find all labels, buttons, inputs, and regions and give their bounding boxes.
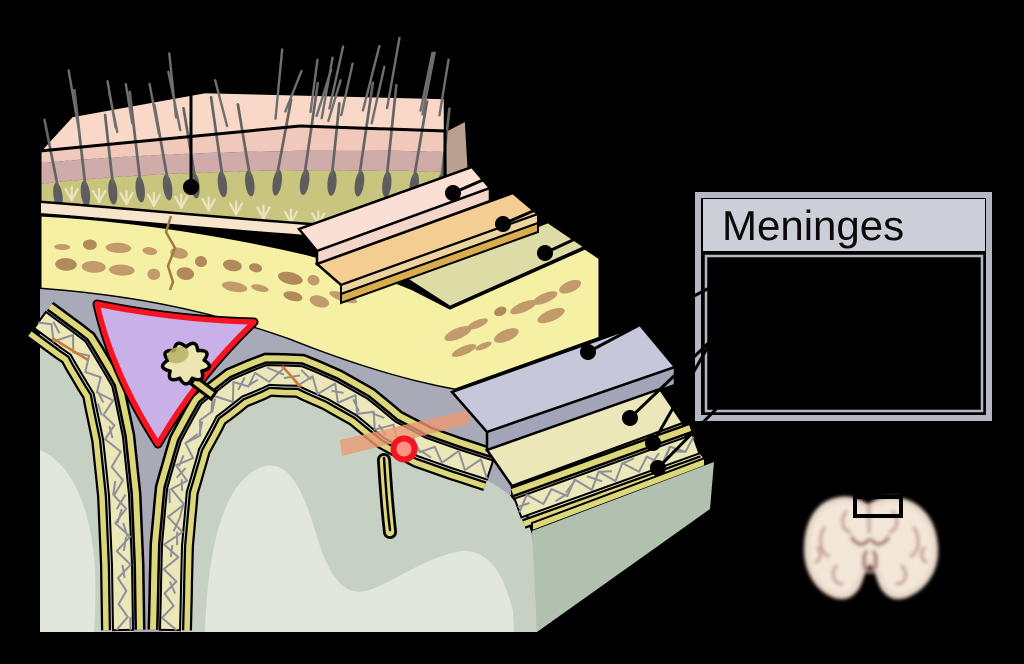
coronal-brain (803, 496, 939, 600)
sulcus (377, 453, 397, 539)
legend-header (703, 199, 985, 251)
brain-inset (803, 495, 939, 600)
skull-suture (164, 215, 177, 291)
callout-dot (580, 344, 596, 360)
small-vessel-left (51, 336, 89, 362)
callout-dot (645, 435, 661, 451)
white-matter-right (205, 465, 514, 632)
callout-dot (495, 216, 511, 232)
leader-line (502, 146, 679, 226)
callout-dot (537, 245, 553, 261)
brain (40, 318, 537, 632)
legend-title: Meninges (722, 202, 904, 249)
inset-region-marker (853, 495, 903, 518)
aponeurosis-gold-strip (340, 221, 539, 305)
arachnoid-granulation (160, 341, 219, 402)
legend-inner-frame (704, 254, 984, 413)
leader-line (651, 337, 715, 444)
legend-box: Meninges (695, 192, 992, 421)
vessels (51, 336, 470, 463)
layer-steps (296, 165, 714, 632)
artery-cross-section (390, 435, 418, 463)
cortex-step-surface (532, 462, 714, 632)
callout-dots (183, 36, 728, 476)
callout-dot (650, 460, 666, 476)
leader-line (628, 330, 722, 420)
vessel-tube (340, 410, 470, 456)
leader-line (452, 106, 649, 195)
bone-marrow-spots (54, 239, 582, 357)
leader-line (544, 181, 696, 255)
callout-dot (445, 185, 461, 201)
leader-line (656, 397, 728, 470)
skull-bone (38, 213, 602, 392)
dura-step-front (485, 365, 677, 452)
hairs (43, 36, 451, 189)
callout-dot (183, 179, 199, 195)
leader-line (587, 284, 714, 354)
scalp-layers (36, 36, 472, 236)
callout-dot (622, 410, 638, 426)
small-vessel-right (281, 365, 302, 388)
white-matter-left (40, 450, 96, 632)
